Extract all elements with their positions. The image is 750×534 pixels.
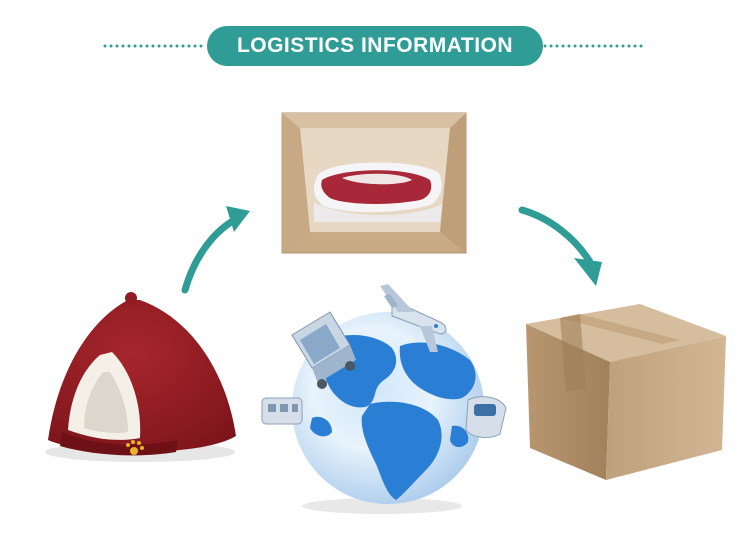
header: LOGISTICS INFORMATION: [0, 0, 750, 90]
globe-shipping-icon: [261, 284, 507, 514]
train-icon: [465, 396, 507, 438]
truck-icon: [291, 311, 356, 389]
dotted-line-left: [103, 44, 207, 48]
paw-print-icon: [126, 440, 144, 455]
ship-icon: [261, 397, 303, 425]
curved-arrow-icon: [181, 206, 250, 294]
page-title: LOGISTICS INFORMATION: [207, 26, 543, 66]
curved-arrow-icon: [518, 206, 602, 286]
dotted-line-right: [543, 44, 647, 48]
open-packed-box-icon: [281, 112, 467, 254]
airplane-icon: [380, 284, 447, 352]
closed-shipping-box-icon: [526, 304, 726, 480]
pet-house-bed-icon: [45, 292, 236, 462]
